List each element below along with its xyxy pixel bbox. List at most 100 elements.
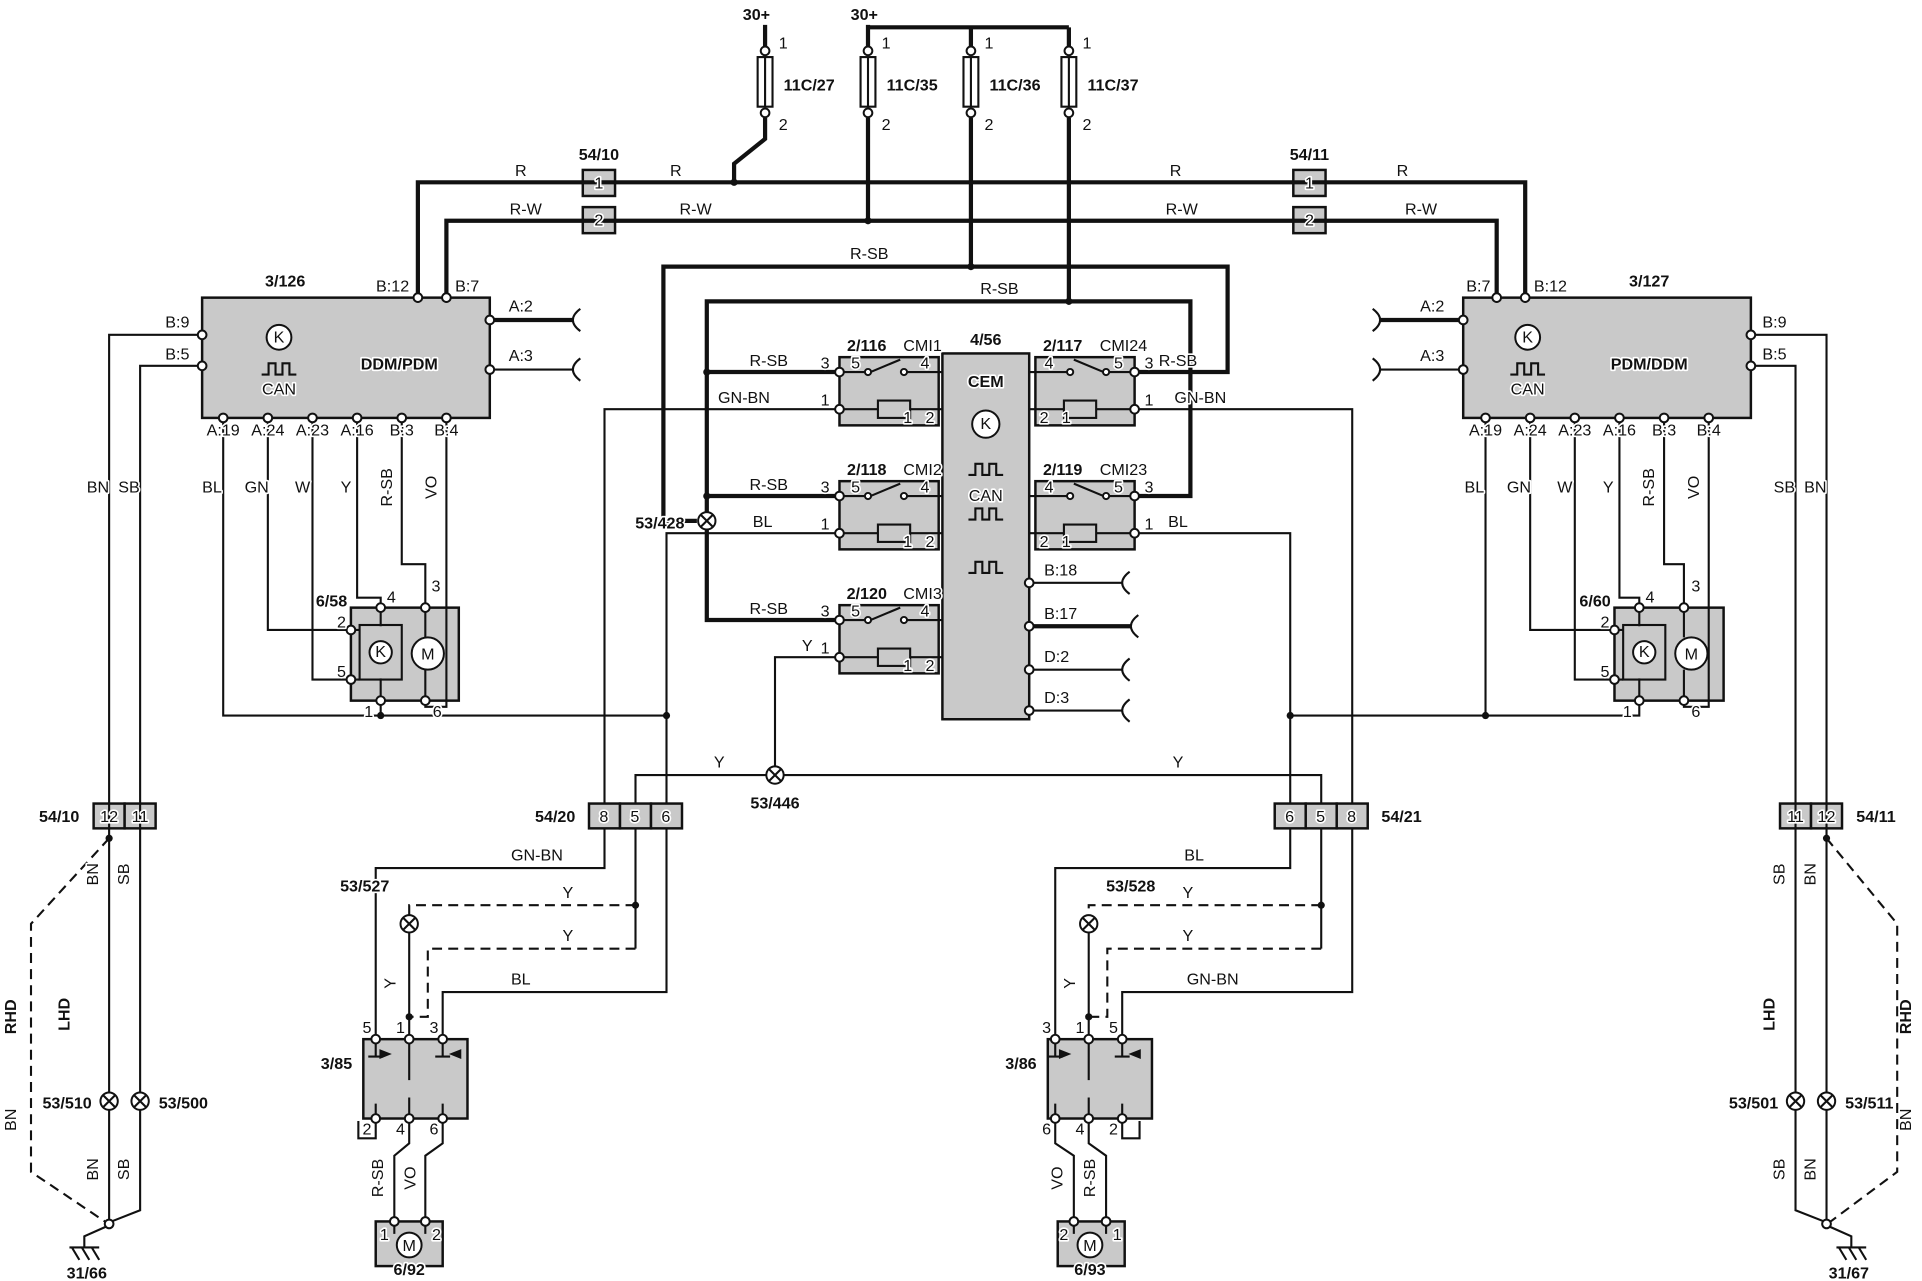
pin-circle-17 bbox=[351, 412, 363, 424]
label-right_module-1: B:7 bbox=[1466, 277, 1490, 295]
relay-contact-0 bbox=[863, 367, 873, 377]
splice-53-428-symbol bbox=[697, 511, 717, 531]
splice-53-501-symbol bbox=[1785, 1091, 1806, 1111]
motor-icon-6-92 bbox=[395, 1231, 423, 1259]
relay-2-117-id: 2/117 bbox=[1043, 337, 1082, 355]
pin-circle-20 bbox=[1491, 292, 1503, 303]
label-relays-46: BL bbox=[1168, 513, 1188, 531]
label-right_module-17: GN bbox=[1507, 478, 1531, 496]
pin-circle-16 bbox=[307, 412, 318, 424]
label-mirror_unit_right-5: 1 bbox=[1623, 703, 1632, 721]
switch-3-86-id: 3/86 bbox=[1005, 1055, 1036, 1073]
pin-circle-49 bbox=[345, 674, 357, 685]
pin-circle-27 bbox=[1524, 412, 1536, 424]
label-ground_left-8: SB bbox=[115, 1159, 133, 1181]
label-relays-35: 1 bbox=[821, 640, 830, 658]
pin-circle-22 bbox=[1745, 329, 1757, 341]
label-right_switch_circuit-1: Y bbox=[1183, 884, 1194, 902]
label-mirror_unit_left-6: 6 bbox=[433, 703, 442, 721]
splice-53-511: 53/511 bbox=[1845, 1095, 1893, 1113]
label-right_module-15: B:4 bbox=[1697, 421, 1721, 439]
junction-dot-5 bbox=[703, 492, 711, 500]
label-ground_left-3: LHD bbox=[55, 998, 73, 1031]
lamp-53-528: 53/528 bbox=[1106, 878, 1155, 896]
wire-fuse-outputs bbox=[731, 117, 1071, 302]
dashed-wires bbox=[29, 837, 1899, 1224]
label-left_module-12: A:23 bbox=[296, 421, 329, 439]
label-left_module-8: CAN bbox=[262, 380, 296, 398]
label-relays-28: 3 bbox=[1145, 478, 1154, 496]
pin-circle-56 bbox=[1633, 695, 1645, 706]
pin-circle-40 bbox=[834, 614, 845, 626]
label-power_supply-13: 2 bbox=[1083, 116, 1092, 134]
lamp-53-527-symbol bbox=[399, 914, 419, 934]
motor-icon-6-58 bbox=[410, 636, 445, 671]
k-icon-3-126 bbox=[265, 323, 293, 351]
pin-circle-1 bbox=[862, 45, 874, 57]
label-relays-21: 2 bbox=[1040, 409, 1049, 427]
label-power_supply-20: R bbox=[515, 162, 527, 180]
relay-2-116-box bbox=[838, 355, 940, 427]
relay-2-119-box bbox=[1034, 479, 1136, 551]
label-left_switch_circuit-13: R-SB bbox=[369, 1159, 387, 1197]
label-mirror_unit_left-4: 5 bbox=[337, 663, 346, 681]
label-left_switch_circuit-1: Y bbox=[563, 884, 574, 902]
relay-2-116-id: 2/116 bbox=[847, 337, 886, 355]
wire-switch-to-motor-right bbox=[1054, 1118, 1141, 1222]
switch-3-85-internals bbox=[368, 1039, 451, 1119]
fuse-11c27: 11C/27 bbox=[784, 77, 835, 95]
label-left_switch_circuit-10: 2 bbox=[363, 1121, 372, 1139]
pin-circle-13 bbox=[484, 364, 496, 375]
ground-31-67-symbol bbox=[1828, 1225, 1868, 1261]
label-ground_left-0: BN bbox=[84, 863, 102, 885]
wire-bus-rsb-lower bbox=[704, 299, 1193, 623]
junction-dot-7 bbox=[662, 711, 671, 720]
label-left_switch_circuit-14: VO bbox=[401, 1166, 419, 1189]
label-relays-40: R-SB bbox=[750, 352, 789, 370]
pin-circle-18 bbox=[396, 412, 408, 424]
label-door_connectors-12: 11 bbox=[1787, 808, 1804, 826]
label-mirror_unit_right-4: 5 bbox=[1601, 663, 1610, 681]
pin-circle-72 bbox=[1068, 1216, 1080, 1227]
wire-54-20-to-switch bbox=[374, 828, 668, 1040]
k-icon-3-127 bbox=[1514, 323, 1542, 351]
relay-2-118-box bbox=[838, 479, 940, 551]
unit-6-58-stubs bbox=[350, 607, 427, 701]
pin-circle-14 bbox=[217, 412, 229, 424]
wire-30plus-leads bbox=[762, 24, 1071, 48]
label-left_module-3: B:9 bbox=[165, 313, 189, 331]
label-left_switch_circuit-16: 2 bbox=[432, 1226, 441, 1244]
label-relays-11: 1 bbox=[821, 392, 830, 410]
pin-circle-74 bbox=[103, 1218, 115, 1230]
label-door_connectors-5: 6 bbox=[1285, 808, 1294, 826]
junction-dot-13 bbox=[1085, 1013, 1093, 1021]
pin-circle-57 bbox=[1678, 695, 1690, 706]
label-relays-3: CMI24 bbox=[1100, 337, 1147, 355]
label-ground_right-0: SB bbox=[1770, 863, 1788, 885]
label-relays-43: GN-BN bbox=[1174, 389, 1226, 407]
label-right_switch_circuit-2: Y bbox=[1183, 927, 1194, 945]
label-ground_left-1: SB bbox=[115, 863, 133, 885]
symbol-shapes bbox=[265, 323, 1709, 1259]
label-power_supply-21: R bbox=[670, 162, 682, 180]
label-mirror_unit_left-7: K bbox=[375, 643, 386, 661]
label-door_connectors-6: 5 bbox=[1316, 808, 1325, 826]
pin-circle-48 bbox=[345, 624, 357, 636]
ground-31-67: 31/67 bbox=[1829, 1264, 1869, 1281]
relay-2-117-box bbox=[1034, 355, 1136, 427]
label-power_supply-26: R-W bbox=[1166, 201, 1199, 219]
pin-circle-34 bbox=[1023, 664, 1035, 675]
label-relays-32: 1 bbox=[1062, 533, 1071, 551]
cut-symbols bbox=[571, 307, 1382, 723]
wire-dashed-rhd-left bbox=[29, 837, 110, 1224]
junction-dot-15 bbox=[1822, 834, 1831, 842]
module-3-126-id: 3/126 bbox=[265, 272, 305, 290]
connector-54-11-bottom: 54/11 bbox=[1856, 808, 1895, 826]
wire-right-module-bottom bbox=[1290, 417, 1710, 717]
pin-circle-5 bbox=[862, 107, 874, 119]
relay-contact-3 bbox=[1066, 367, 1075, 377]
splice-53-510: 53/510 bbox=[42, 1095, 91, 1113]
pin-circle-52 bbox=[1633, 602, 1645, 613]
label-door_connectors-9: 12 bbox=[100, 808, 118, 826]
